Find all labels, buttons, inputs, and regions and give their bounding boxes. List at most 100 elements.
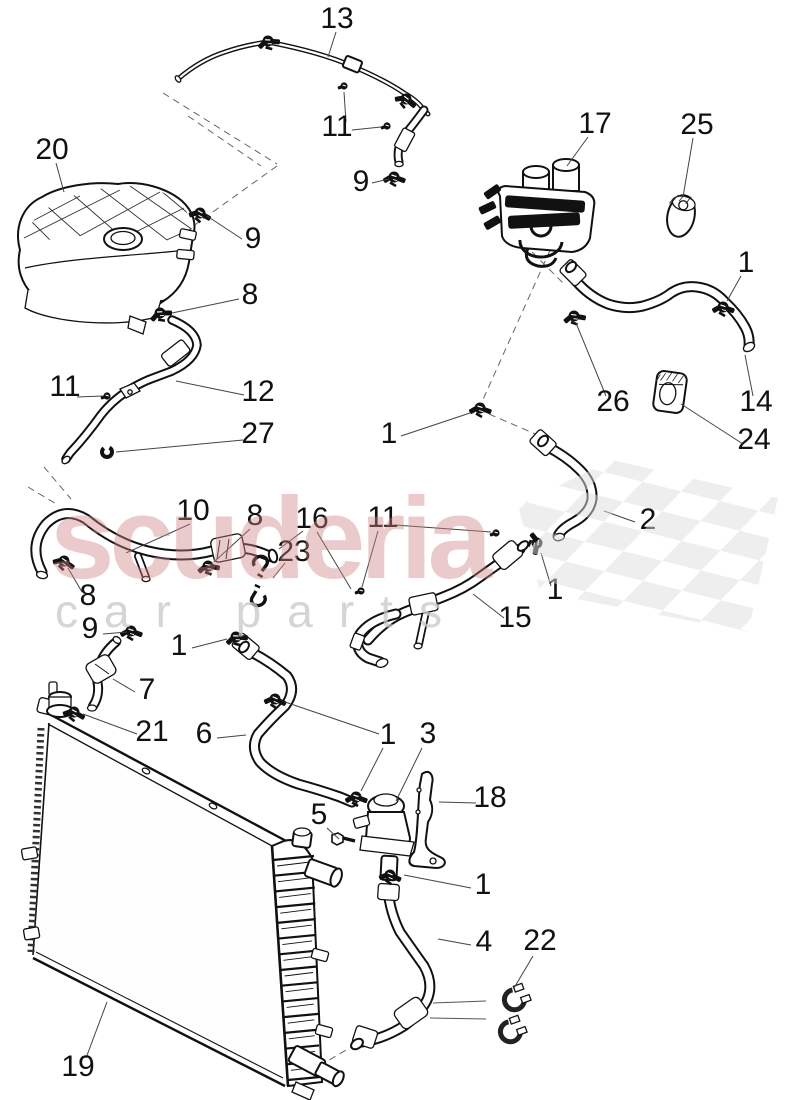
radiator-rib (277, 918, 316, 924)
radiator-rib (283, 1012, 319, 1019)
radiator-19 (20, 681, 345, 1100)
radiator-rib (275, 886, 315, 893)
part-label-18: 18 (473, 781, 506, 814)
leader-line (171, 298, 240, 314)
leader-line (343, 91, 347, 123)
radiator-rib-shadow (276, 861, 311, 867)
leader-line (566, 136, 589, 167)
part-label-8: 8 (242, 278, 259, 311)
hose-15 (349, 540, 530, 668)
part-label-10: 10 (176, 494, 209, 527)
hook-clips-23 (245, 553, 273, 610)
part-label-26: 26 (596, 385, 629, 418)
part-label-8: 8 (80, 579, 97, 612)
leader-line (403, 874, 472, 889)
leader-line (351, 126, 382, 131)
part-label-6: 6 (196, 717, 213, 750)
leader-line (125, 523, 191, 554)
part-label-15: 15 (498, 601, 531, 634)
part-label-1: 1 (381, 417, 398, 450)
construction-lines (27, 92, 567, 1063)
hose-6 (231, 632, 358, 808)
leader-line (115, 439, 244, 453)
part-label-1: 1 (171, 629, 188, 662)
coolant-valve-17 (478, 158, 596, 268)
radiator-rib-shadow (278, 877, 311, 883)
cover-25 (666, 193, 696, 238)
radiator-rib-shadow (282, 940, 313, 946)
radiator-rib (281, 981, 318, 987)
part-label-13: 13 (320, 2, 353, 35)
radiator-rib-shadow (288, 1035, 315, 1040)
radiator-rib (287, 1075, 321, 1082)
leader-line (472, 593, 505, 619)
grommet-27-icon (100, 445, 114, 459)
clamp-icon (524, 529, 546, 558)
hose-12 (61, 315, 202, 465)
part-label-20: 20 (35, 133, 68, 166)
radiator-rib-shadow (280, 908, 312, 914)
part-label-9: 9 (82, 612, 99, 645)
part-label-24: 24 (737, 423, 770, 456)
leader-line (76, 395, 104, 398)
leader-line (432, 1000, 487, 1004)
leader-line (400, 412, 471, 437)
part-label-11: 11 (367, 501, 398, 534)
hose-2 (529, 429, 598, 542)
radiator-rib-shadow (287, 1019, 315, 1024)
clip-icon (353, 586, 366, 596)
leader-line (82, 713, 138, 735)
radiator-rib (280, 965, 318, 972)
leader-line (682, 137, 694, 198)
part-label-1: 1 (380, 718, 397, 751)
dashed-line (187, 115, 262, 167)
part-label-22: 22 (523, 924, 556, 957)
hose-7 (85, 635, 122, 712)
grommet-24 (652, 370, 688, 414)
leader-line (102, 631, 128, 635)
leader-line (575, 322, 607, 397)
hose-14 (559, 259, 756, 353)
radiator-rib-shadow (281, 924, 312, 930)
clips-22 (497, 982, 533, 1044)
radiator-rib-shadow (285, 987, 314, 993)
hose-4 (350, 882, 436, 1051)
leader-line (680, 403, 744, 445)
leader-line (361, 530, 379, 588)
leader-line (429, 1017, 487, 1020)
radiator-rib (272, 854, 315, 862)
leader-line (216, 734, 247, 739)
dashed-line (480, 227, 561, 405)
leader-line (316, 531, 352, 590)
bolt-5 (331, 832, 356, 846)
leader-line (513, 955, 534, 989)
radiator-rib-shadow (286, 1003, 314, 1008)
part-label-21: 21 (135, 715, 168, 748)
leader-line (395, 747, 423, 802)
part-label-25: 25 (680, 108, 713, 141)
part-label-1: 1 (738, 246, 755, 279)
radiator-rib-shadow (283, 956, 313, 961)
clamp-icon (381, 170, 408, 188)
part-label-11: 11 (321, 110, 352, 143)
part-label-19: 19 (61, 1050, 94, 1083)
dashed-line (27, 486, 59, 506)
part-label-9: 9 (353, 165, 370, 198)
valve-3 (352, 793, 415, 882)
leader-line (272, 562, 286, 579)
part-label-4: 4 (476, 925, 493, 958)
leader-line (726, 275, 742, 302)
leader-line (326, 827, 340, 840)
leader-line (371, 178, 390, 184)
clip-icon (336, 81, 349, 91)
radiator-rib (282, 996, 318, 1003)
leader-line (284, 701, 380, 735)
part-label-8: 8 (247, 499, 264, 532)
radiator-rib-shadow (279, 893, 311, 898)
clamp-icon (49, 551, 79, 575)
leader-line (85, 1001, 108, 1059)
checkered-flag-watermark (518, 460, 778, 632)
leader-line (67, 567, 83, 593)
